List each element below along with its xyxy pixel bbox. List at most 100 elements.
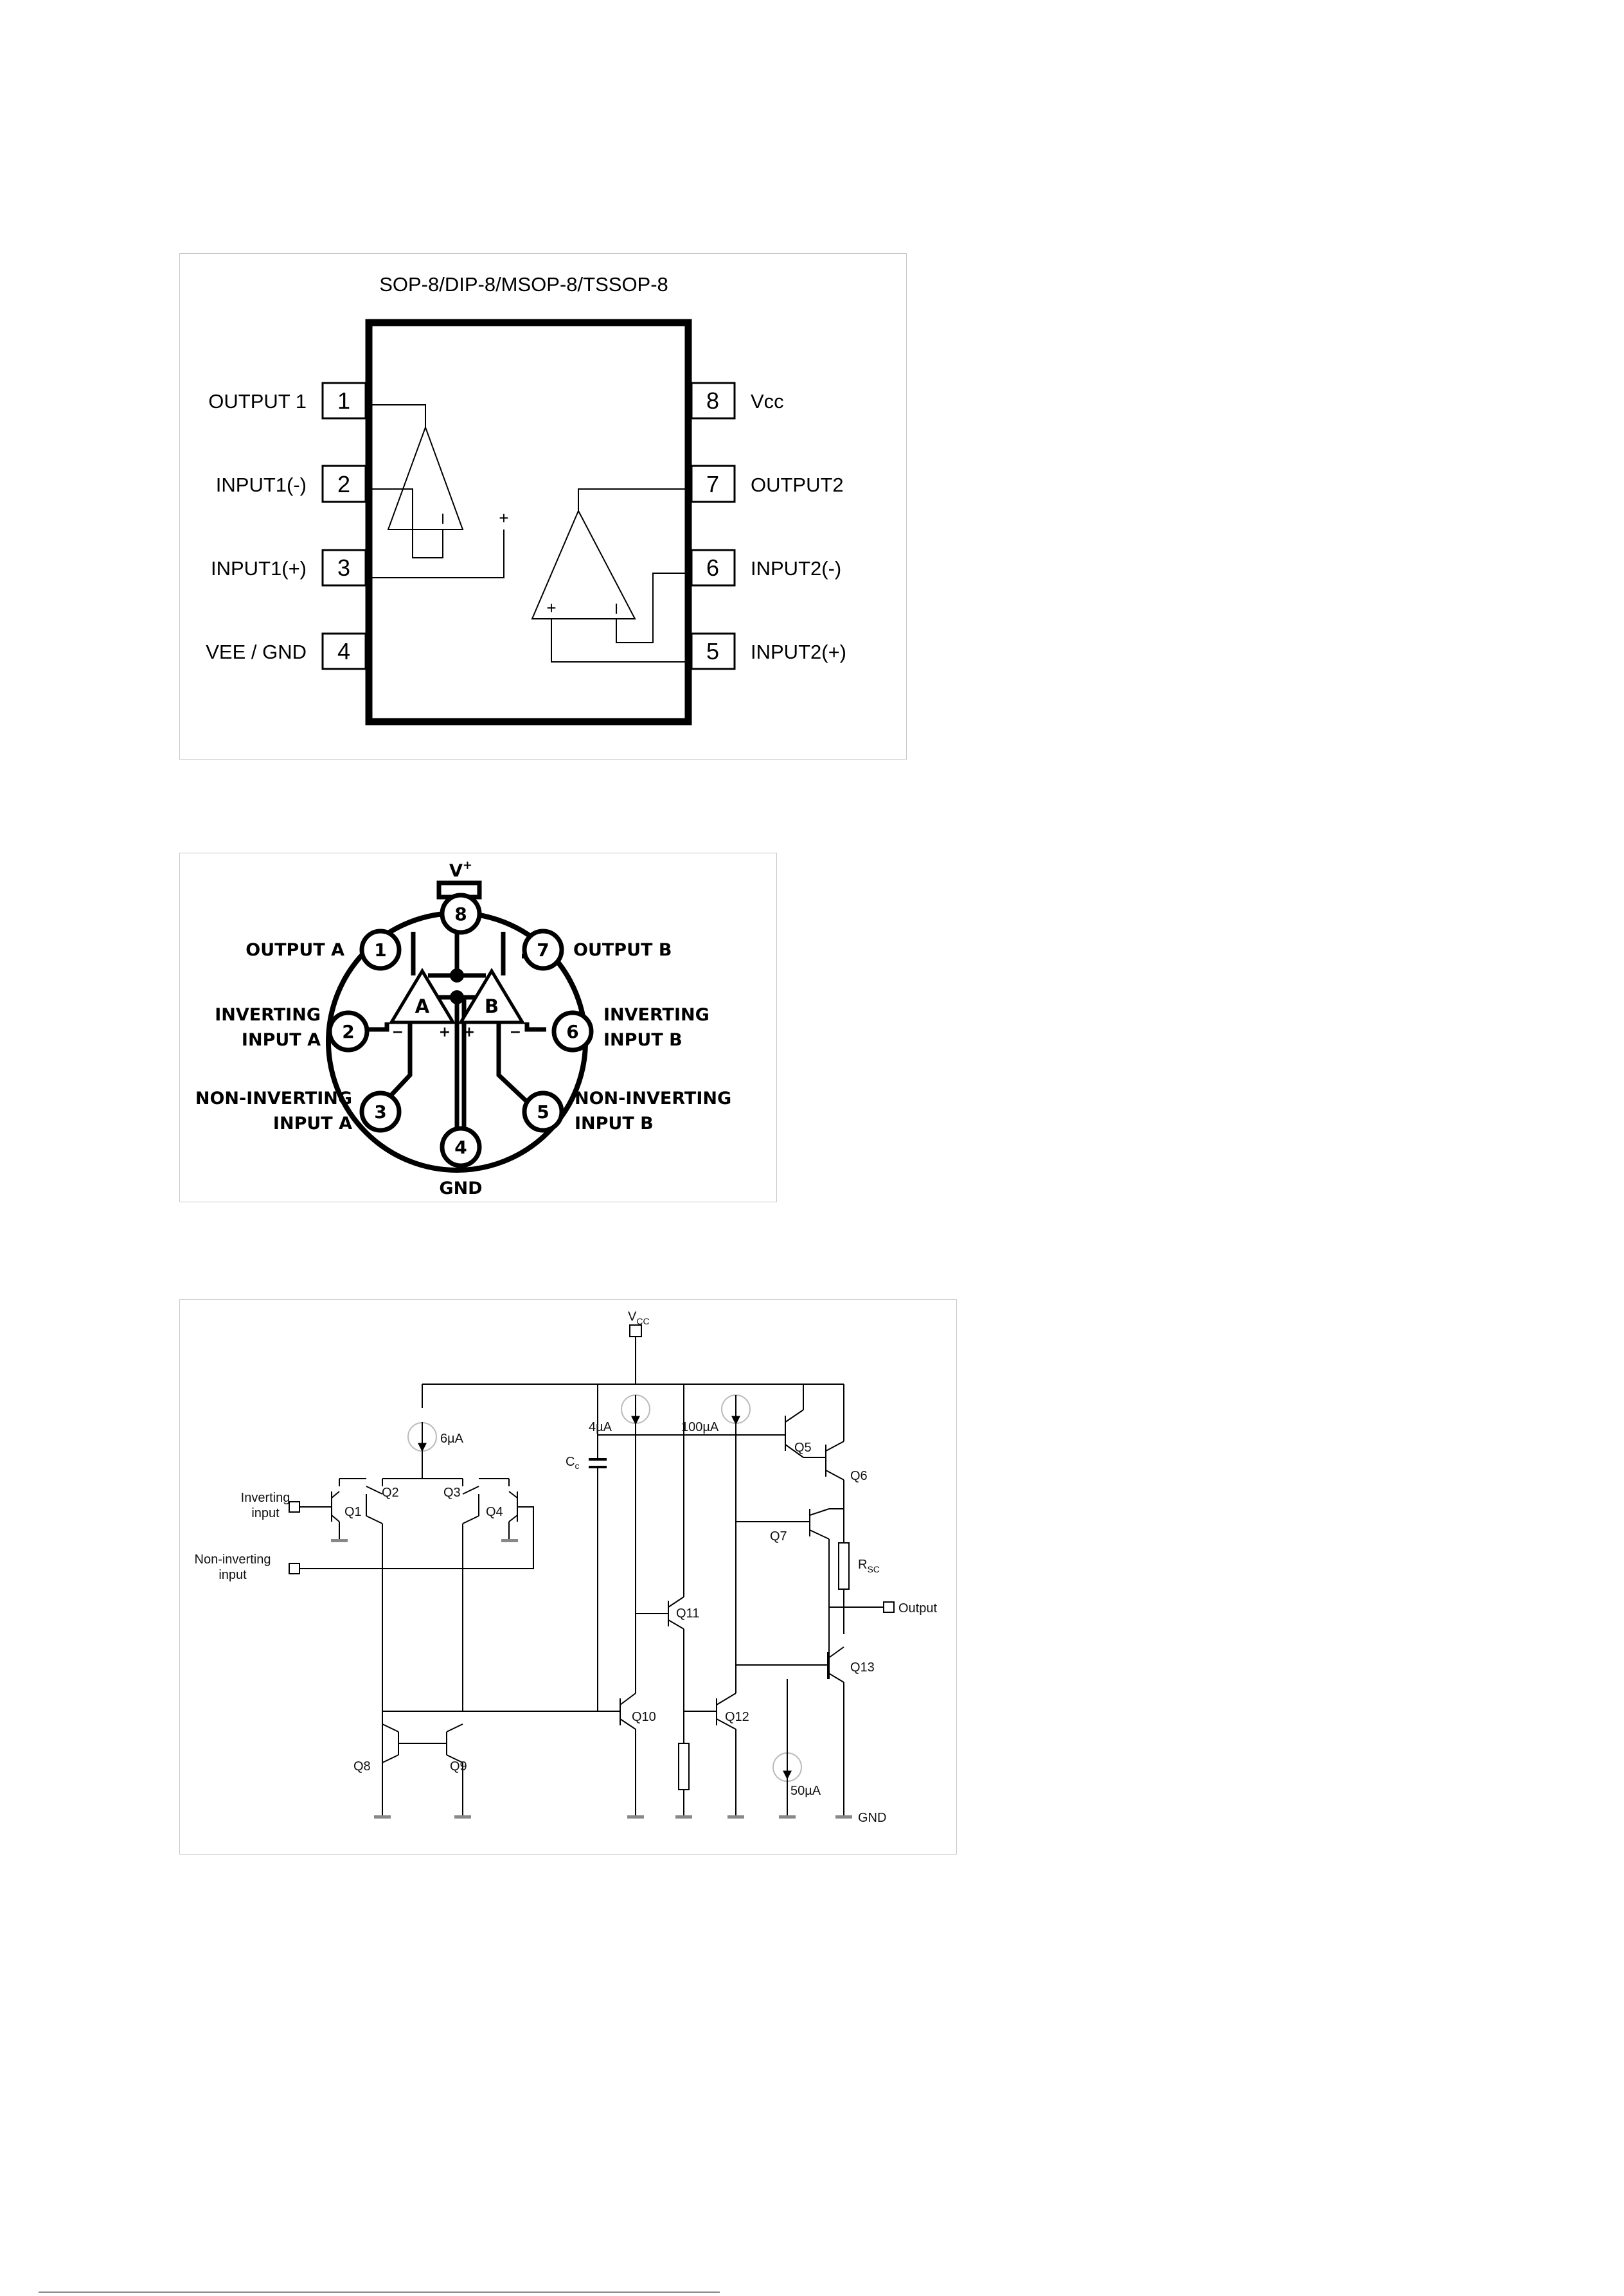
opamp-1-inv-wire	[366, 488, 443, 558]
q11-label: Q11	[676, 1606, 699, 1621]
package-pinout-diagram: SOP-8/DIP-8/MSOP-8/TSSOP-8 1 2 3 4 8 7 6…	[179, 253, 907, 760]
amp-b-triangle	[458, 968, 526, 1024]
can-pin-4	[440, 1126, 482, 1168]
can-label-pin-2-line1: INVERTING	[215, 1005, 321, 1025]
pin-label-4: VEE / GND	[206, 641, 307, 663]
package-pinout-svg: SOP-8/DIP-8/MSOP-8/TSSOP-8 1 2 3 4 8 7 6…	[206, 273, 846, 725]
can-pin-number-4: 4	[454, 1137, 467, 1158]
footer-rule	[39, 2292, 720, 2293]
q6-label: Q6	[850, 1469, 868, 1483]
q13-label: Q13	[850, 1660, 875, 1675]
can-label-pin-7: OUTPUT B	[573, 940, 672, 960]
can-pin-number-6: 6	[566, 1021, 578, 1042]
pin-number-7: 7	[706, 471, 719, 497]
amp-a-label: A	[415, 995, 430, 1017]
amp-a-minus: −	[392, 1024, 404, 1040]
opamp-1-triangle	[387, 425, 464, 530]
non-inverting-input-label-1: Non-inverting	[195, 1553, 271, 1567]
q1-label: Q1	[344, 1505, 362, 1519]
pin-label-7: OUTPUT2	[751, 474, 844, 496]
q10-label: Q10	[632, 1710, 656, 1724]
pin-box-1	[321, 382, 367, 420]
pin-number-4: 4	[337, 638, 350, 664]
opamp-1-noninv-wire	[366, 530, 504, 578]
pin-number-3: 3	[337, 555, 350, 581]
q8-label: Q8	[353, 1759, 371, 1774]
inverting-input-label-1: Inverting	[241, 1491, 290, 1505]
can-label-pin-6-line1: INVERTING	[603, 1005, 709, 1025]
chip-body	[365, 319, 692, 725]
pin-label-6: INPUT2(-)	[751, 557, 841, 580]
can-pin-7	[522, 929, 564, 971]
pin-box-3	[321, 549, 367, 587]
opamp-1-minus: I	[441, 511, 445, 527]
q2-label: Q2	[382, 1486, 399, 1500]
pin-box-6	[690, 549, 736, 587]
non-inverting-input-label-2: input	[219, 1568, 247, 1582]
opamp-1-plus: +	[499, 508, 508, 528]
pin-box-2	[321, 465, 367, 503]
pin-label-5: INPUT2(+)	[751, 641, 846, 663]
cc-label: Cc	[566, 1455, 579, 1471]
can-pin-number-3: 3	[374, 1101, 386, 1123]
can-label-pin-3-line2: INPUT A	[273, 1114, 352, 1134]
can-pinout-diagram: A B − + + − 8 1 7 2 6 3 5 4 V+ GND OUTPU…	[179, 853, 777, 1202]
pin-box-4	[321, 632, 367, 670]
opamp-2-noninv-wire	[551, 619, 692, 663]
q4-label: Q4	[486, 1505, 503, 1519]
can-pin-2	[327, 1010, 370, 1053]
can-gnd-label: GND	[439, 1179, 482, 1198]
opamp-2-output-wire	[578, 488, 692, 511]
q12-label: Q12	[725, 1710, 749, 1724]
internal-schematic: VCC 6µA 4µA 100µA 50µA Cc RSC Inverting …	[179, 1299, 957, 1855]
output-label: Output	[898, 1601, 937, 1615]
inverting-input-label-2: input	[251, 1506, 280, 1520]
can-label-pin-6-line2: INPUT B	[603, 1030, 683, 1050]
pin-label-2: INPUT1(-)	[216, 474, 307, 496]
can-label-pin-2-line2: INPUT A	[242, 1030, 321, 1050]
can-pinout-svg: A B − + + − 8 1 7 2 6 3 5 4 V+ GND OUTPU…	[195, 859, 731, 1198]
pin-box-5	[690, 632, 736, 670]
can-pin-number-8: 8	[454, 903, 467, 925]
pin-box-7	[690, 465, 736, 503]
opamp-1-output-wire	[366, 404, 426, 427]
pin-label-3: INPUT1(+)	[211, 557, 307, 580]
can-pin-number-2: 2	[342, 1021, 354, 1042]
current-100ua-label: 100µA	[681, 1420, 719, 1434]
q9-label: Q9	[450, 1759, 467, 1774]
amp-b-label: B	[485, 995, 499, 1017]
current-50ua-label: 50µA	[790, 1784, 821, 1798]
opamp-2-plus: +	[546, 598, 556, 618]
can-label-pin-5-line1: NON-INVERTING	[575, 1089, 731, 1108]
can-label-pin-3-line1: NON-INVERTING	[195, 1089, 352, 1108]
can-pin-5	[522, 1090, 564, 1133]
current-6ua-label: 6µA	[440, 1432, 464, 1446]
can-pin-6	[551, 1010, 594, 1053]
amp-a-plus: +	[439, 1024, 451, 1040]
can-pin-1	[359, 929, 402, 971]
vplus-label: V+	[449, 859, 472, 881]
current-4ua-label: 4µA	[589, 1420, 612, 1434]
can-label-pin-5-line2: INPUT B	[575, 1114, 654, 1134]
can-pin-number-5: 5	[537, 1101, 549, 1123]
can-label-pin-1: OUTPUT A	[245, 940, 344, 960]
q5-label: Q5	[794, 1441, 812, 1455]
pin-number-1: 1	[337, 387, 350, 414]
opamp-2-triangle	[531, 509, 636, 619]
can-pin-8	[440, 893, 482, 935]
opamp-2-inv-wire	[616, 573, 692, 643]
pin-label-1: OUTPUT 1	[208, 390, 307, 413]
amp-a-triangle	[388, 968, 456, 1024]
package-title: SOP-8/DIP-8/MSOP-8/TSSOP-8	[379, 273, 668, 296]
q3-label: Q3	[443, 1486, 461, 1500]
can-pin-number-7: 7	[537, 939, 549, 961]
opamp-2-minus: I	[614, 601, 618, 617]
pin-number-8: 8	[706, 387, 719, 414]
internal-schematic-svg: VCC 6µA 4µA 100µA 50µA Cc RSC Inverting …	[195, 1310, 938, 1825]
amp-b-plus: +	[463, 1024, 475, 1040]
gnd-label: GND	[858, 1811, 886, 1825]
q7-label: Q7	[770, 1529, 787, 1544]
amp-b-minus: −	[510, 1024, 521, 1040]
can-pin-3	[359, 1090, 402, 1133]
can-pin-number-1: 1	[374, 939, 386, 961]
